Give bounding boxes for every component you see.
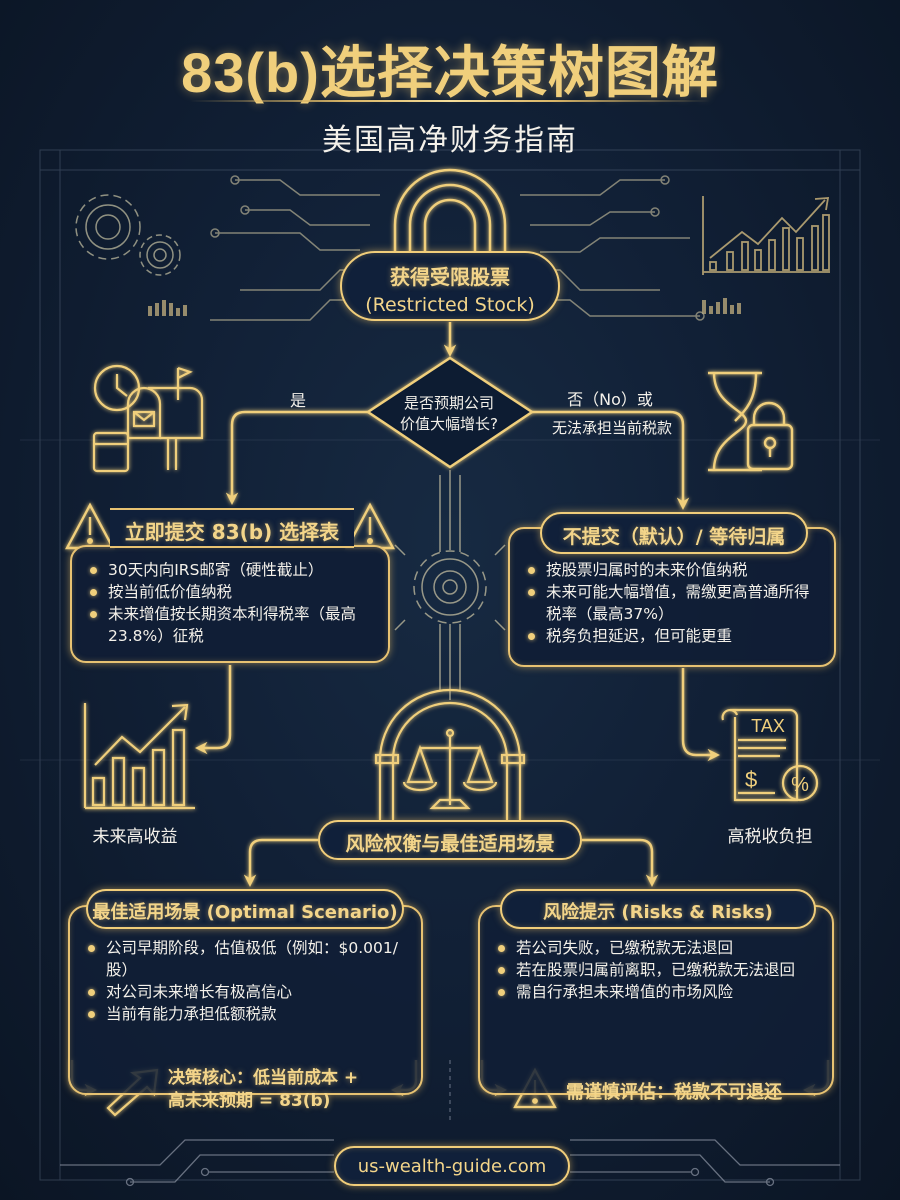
- center-gear-icon: [394, 470, 506, 700]
- list-item: 按股票归属时的未来价值纳税: [524, 559, 820, 581]
- start-node: 获得受限股票 (Restricted Stock): [340, 251, 560, 321]
- gears-icon: [75, 194, 181, 276]
- optimal-bullets: 公司早期阶段，估值极低（例如：$0.001/股） 对公司未来增长有极高信心 当前…: [84, 937, 407, 1025]
- high-tax-label: 高税收负担: [727, 827, 813, 847]
- list-item: 对公司未来增长有极高信心: [84, 981, 407, 1003]
- risks-heading: 风险提示 (Risks & Risks): [500, 889, 816, 929]
- scales-balance-icon: [374, 688, 526, 820]
- mailbox-deadline-icon: [92, 364, 204, 473]
- decision-core-text: 决策核心：低当前成本 + 高未来预期 = 83(b): [168, 1067, 358, 1113]
- list-item: 按当前低价值纳税: [86, 581, 374, 603]
- list-item: 当前有能力承担低额税款: [84, 1003, 407, 1025]
- decision-core-line1: 决策核心：低当前成本 +: [168, 1068, 359, 1088]
- title-divider: [190, 100, 710, 102]
- page-title: 83(b)选择决策树图解: [181, 41, 719, 104]
- list-item: 未来可能大幅增值，需缴更高普通所得税率（最高37%）: [524, 581, 820, 625]
- growth-bar-chart-icon: [83, 703, 195, 810]
- decision-diamond-shape: [365, 356, 535, 469]
- optimal-scenario-heading: 最佳适用场景 (Optimal Scenario): [86, 889, 404, 929]
- list-item: 若公司失败，已缴税款无法退回: [494, 937, 818, 959]
- yes-branch-label: 是: [290, 391, 307, 410]
- svg-text:%: %: [791, 774, 809, 796]
- mini-bar-chart-icon: [148, 298, 741, 316]
- decision-core-line2: 高未来预期 = 83(b): [168, 1091, 331, 1111]
- decision-question-line2: 价值大幅增长?: [400, 415, 498, 433]
- no-file-bullets: 按股票归属时的未来价值纳税 未来可能大幅增值，需缴更高普通所得税率（最高37%）…: [524, 559, 820, 647]
- circuit-traces: [210, 175, 705, 321]
- risk-warning-text: 需谨慎评估：税款不可退还: [566, 1082, 782, 1103]
- decision-question-line1: 是否预期公司: [403, 394, 494, 412]
- risk-bullets: 若公司失败，已缴税款无法退回 若在股票归属前离职，已缴税款无法退回 需自行承担未…: [494, 937, 818, 1003]
- no-branch-label: 否（No）或: [567, 390, 653, 409]
- list-item: 未来增值按长期资本利得税率（最高23.8%）征税: [86, 603, 374, 647]
- svg-text:$: $: [745, 767, 757, 792]
- no-file-heading: 不提交（默认）/ 等待归属: [540, 512, 808, 554]
- start-node-subtitle: (Restricted Stock): [365, 294, 535, 316]
- decision-question: 是否预期公司 价值大幅增长?: [384, 393, 514, 435]
- future-gains-label: 未来高收益: [92, 827, 178, 847]
- no-branch-label-detail: 无法承担当前税款: [551, 419, 672, 437]
- hourglass-lock-icon: [708, 371, 794, 472]
- optimal-scenario-card: 公司早期阶段，估值极低（例如：$0.001/股） 对公司未来增长有极高信心 当前…: [68, 905, 423, 1095]
- file-83b-bullets: 30天内向IRS邮寄（硬性截止） 按当前低价值纳税 未来增值按长期资本利得税率（…: [86, 559, 374, 647]
- list-item: 若在股票归属前离职，已缴税款无法退回: [494, 959, 818, 981]
- tradeoff-heading: 风险权衡与最佳适用场景: [318, 820, 582, 860]
- page-subtitle: 美国高净财务指南: [322, 123, 578, 158]
- list-item: 需自行承担未来增值的市场风险: [494, 981, 818, 1003]
- list-item: 公司早期阶段，估值极低（例如：$0.001/股）: [84, 937, 407, 981]
- file-83b-card: 30天内向IRS邮寄（硬性截止） 按当前低价值纳税 未来增值按长期资本利得税率（…: [70, 545, 390, 663]
- start-node-title: 获得受限股票: [390, 265, 510, 289]
- tax-document-icon: [721, 708, 819, 802]
- footer-circuit: [60, 1139, 840, 1187]
- footer-url[interactable]: us-wealth-guide.com: [334, 1146, 570, 1186]
- arch-gate-icon: [393, 168, 507, 252]
- risks-card: 若公司失败，已缴税款无法退回 若在股票归属前离职，已缴税款无法退回 需自行承担未…: [478, 905, 834, 1095]
- list-item: 税务负担延迟，但可能更重: [524, 625, 820, 647]
- tax-label: TAX: [751, 716, 785, 736]
- growth-chart-icon: [702, 196, 830, 275]
- file-83b-heading: 立即提交 83(b) 选择表: [110, 508, 354, 548]
- list-item: 30天内向IRS邮寄（硬性截止）: [86, 559, 374, 581]
